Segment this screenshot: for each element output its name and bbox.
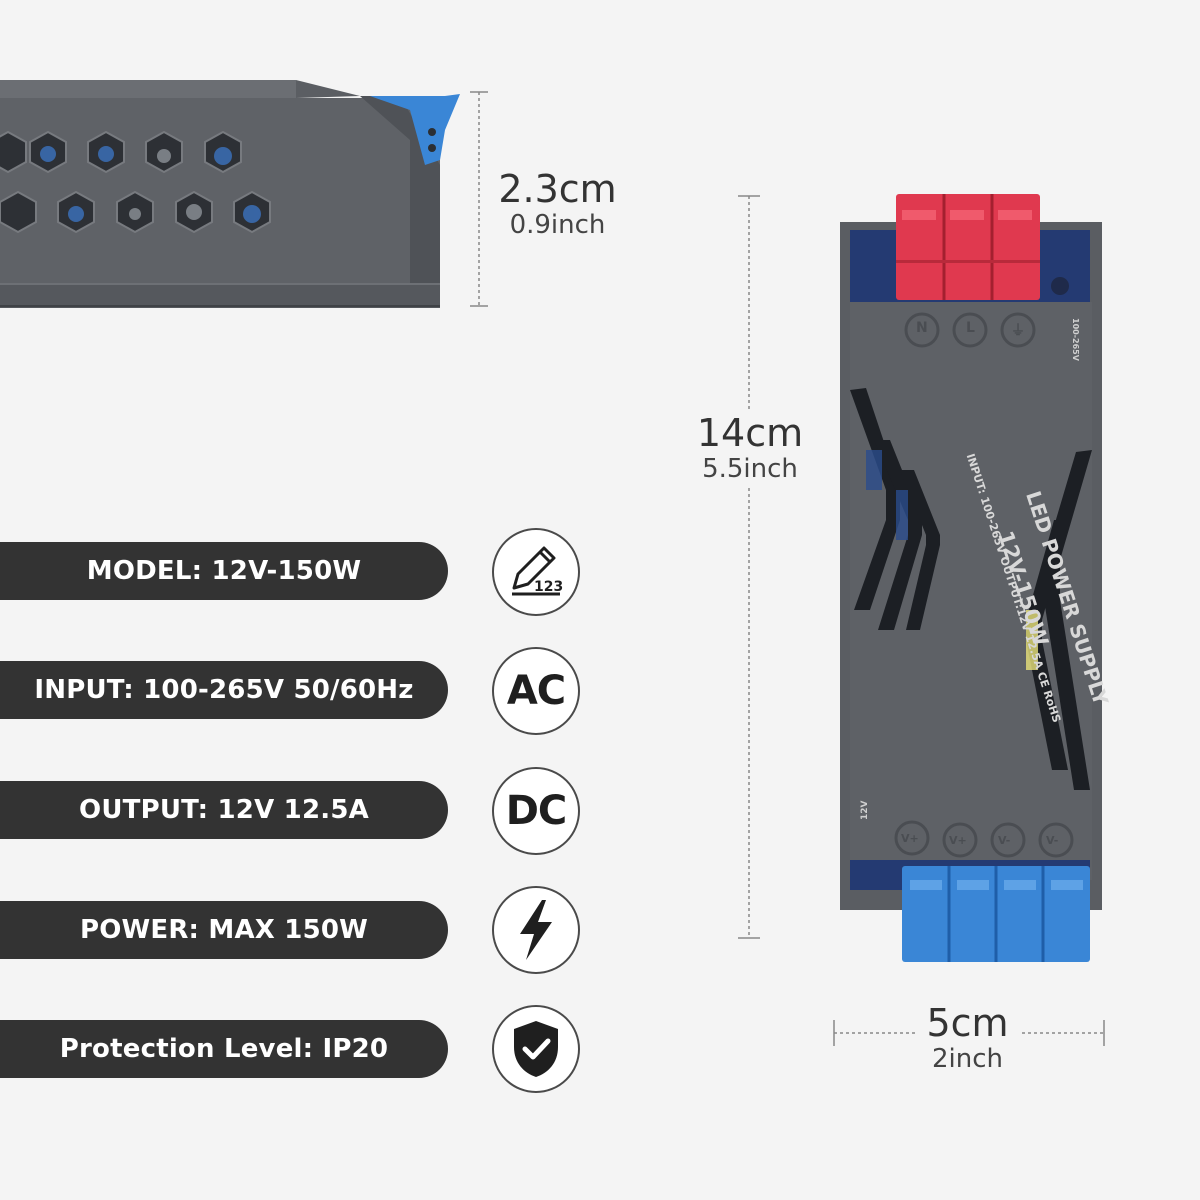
product-top-view: LED POWER SUPPLY 12V-150W INPUT: 100-265… — [830, 190, 1113, 970]
ac-icon-text: AC — [506, 668, 566, 714]
ac-icon: AC — [492, 647, 580, 735]
width-imperial: 2inch — [931, 1044, 1004, 1074]
length-metric: 14cm — [696, 411, 804, 455]
spec-model-bar: MODEL: 12V-150W — [0, 542, 448, 600]
height-dimension-label: 2.3cm 0.9inch — [490, 170, 625, 238]
dc-icon: DC — [492, 767, 580, 855]
height-metric: 2.3cm — [498, 167, 617, 211]
width-metric: 5cm — [926, 1001, 1009, 1045]
terminal-label-n: N — [916, 320, 928, 336]
length-dimension-label: 14cm 5.5inch — [690, 410, 810, 486]
terminal-label-ground: ⏚ — [1011, 323, 1025, 339]
spec-output-label: OUTPUT: 12V 12.5A — [79, 795, 369, 825]
spec-power-bar: POWER: MAX 150W — [0, 901, 448, 959]
length-dimension-line — [738, 195, 760, 939]
side-view-image — [0, 70, 470, 320]
width-dimension-line — [833, 1020, 1105, 1046]
length-imperial: 5.5inch — [702, 454, 798, 484]
pencil-123-icon: 123 — [492, 528, 580, 616]
terminal-label-v-minus-1: V- — [998, 834, 1011, 847]
spec-protection-label: Protection Level: IP20 — [59, 1034, 389, 1064]
spec-input-bar: INPUT: 100-265V 50/60Hz — [0, 661, 448, 719]
device-input-range: 100-265V — [1071, 318, 1080, 361]
device-output-voltage: 12V — [860, 800, 870, 821]
spec-input-label: INPUT: 100-265V 50/60Hz — [34, 675, 414, 705]
terminal-label-v-plus-1: V+ — [901, 832, 919, 845]
spec-output-bar: OUTPUT: 12V 12.5A — [0, 781, 448, 839]
terminal-label-l: L — [966, 320, 975, 336]
terminal-label-v-plus-2: V+ — [949, 834, 967, 847]
spec-model-label: MODEL: 12V-150W — [86, 556, 362, 586]
dc-icon-text: DC — [505, 788, 568, 834]
lightning-bolt-icon — [492, 886, 580, 974]
pencil-icon-text: 123 — [534, 579, 563, 595]
height-imperial: 0.9inch — [509, 210, 606, 240]
spec-protection-bar: Protection Level: IP20 — [0, 1020, 448, 1078]
spec-power-label: POWER: MAX 150W — [79, 915, 369, 945]
shield-check-icon — [492, 1005, 580, 1093]
terminal-label-v-minus-2: V- — [1046, 834, 1059, 847]
height-dimension-line — [470, 91, 488, 307]
width-dimension-label: 5cm 2inch — [910, 1004, 1025, 1072]
